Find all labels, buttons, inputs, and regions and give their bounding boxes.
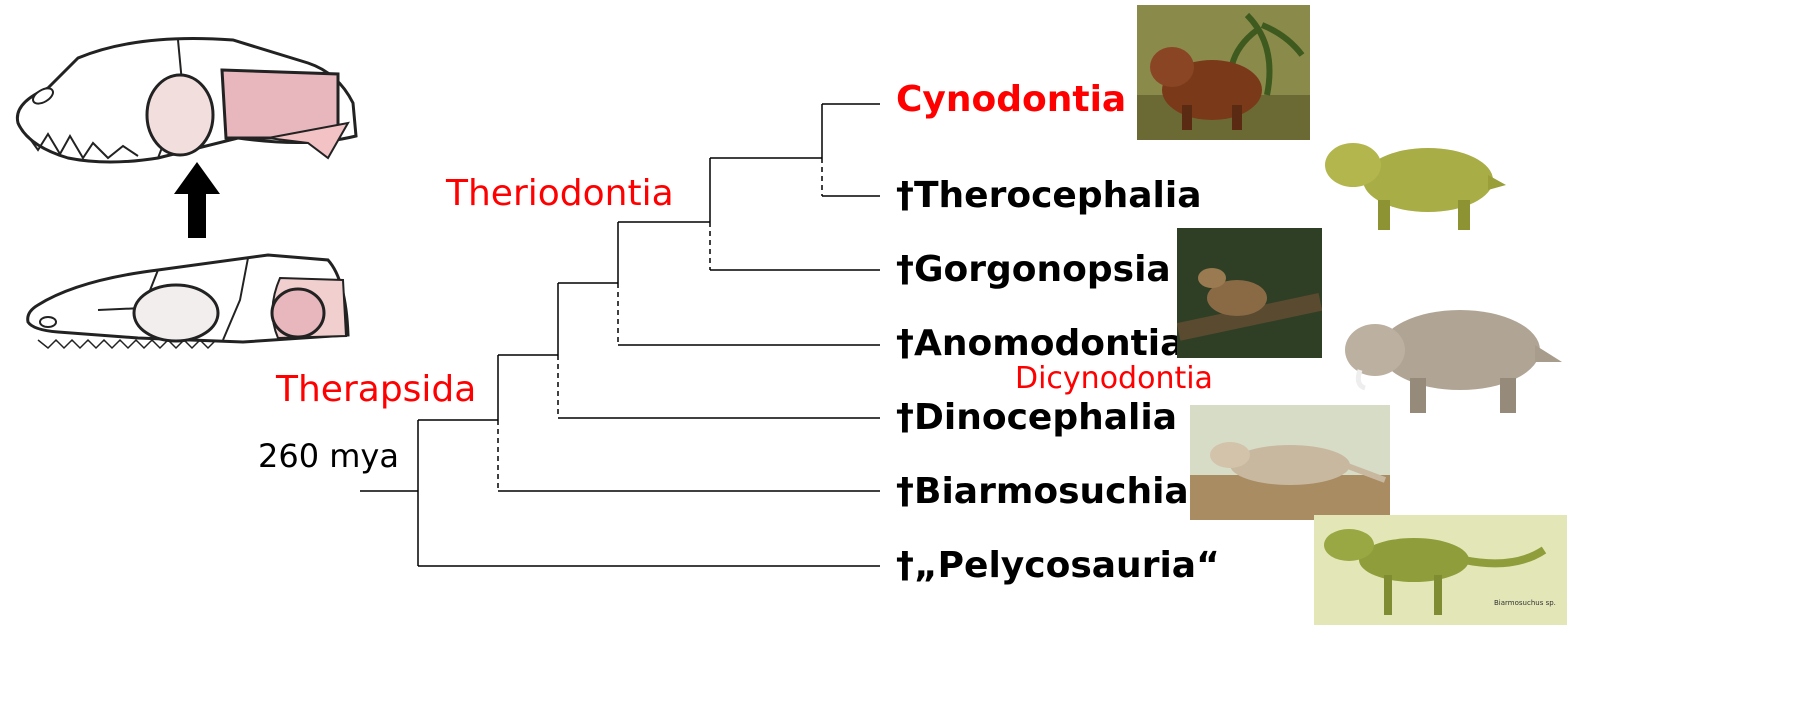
therocephalian-illustration: [1325, 143, 1506, 230]
taxon-gorgonopsia: †Gorgonopsia: [896, 249, 1171, 290]
clade-label-dicynodontia: Dicynodontia: [1015, 361, 1213, 396]
dinocephalian-illustration: [1190, 405, 1390, 520]
biarmosuchian-illustration: Biarmosuchus sp.: [1314, 515, 1567, 625]
taxon-therocephalia: †Therocephalia: [896, 175, 1202, 216]
dicynodont-illustration: [1345, 310, 1562, 413]
gorgonopsian-illustration: [1177, 228, 1322, 358]
clade-label-therapsida: Therapsida: [276, 369, 477, 410]
taxon-pelycosauria: †„Pelycosauria“: [896, 545, 1220, 586]
age-label: 260 mya: [258, 437, 399, 475]
taxon-anomodontia: †Anomodontia: [896, 323, 1185, 364]
biarmosuchus-caption: Biarmosuchus sp.: [1494, 599, 1556, 607]
taxon-biarmosuchia: †Biarmosuchia: [896, 471, 1189, 512]
synapsid-skull-derived-illustration: [15, 36, 358, 164]
taxon-dinocephalia: †Dinocephalia: [896, 397, 1178, 438]
synapsid-skull-pelycosaur-illustration: [26, 253, 350, 350]
clade-label-theriodontia: Theriodontia: [446, 173, 674, 214]
taxon-cynodontia: Cynodontia: [896, 79, 1127, 120]
up-arrow-icon: [174, 162, 220, 238]
cynodont-illustration: [1137, 5, 1310, 140]
